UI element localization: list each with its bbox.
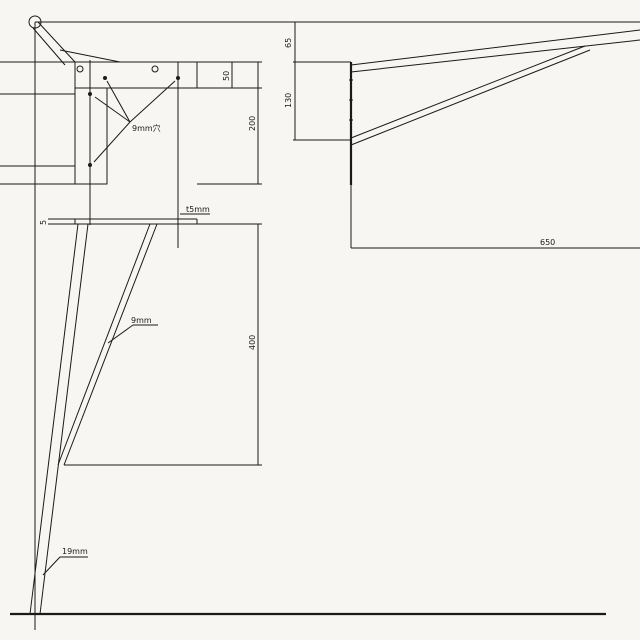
brace-dia-label: 9mm xyxy=(131,316,152,325)
brace-leader xyxy=(107,324,134,344)
dimension-200 xyxy=(197,62,262,185)
dimension-50-label: 50 xyxy=(222,71,231,81)
dimension-650-label: 650 xyxy=(540,238,555,247)
dimension-130-label: 130 xyxy=(284,93,293,108)
leg-dia-label: 19mm xyxy=(62,547,88,556)
dimension-50 xyxy=(197,61,262,89)
hole-marker xyxy=(103,76,107,80)
dimension-5-label: 5 xyxy=(39,220,48,225)
hole-marker xyxy=(151,65,159,73)
swing-arm-brace xyxy=(59,49,121,63)
diagonal-brace xyxy=(57,223,158,466)
swing-arm-upper xyxy=(37,21,76,63)
leg-leader xyxy=(42,556,61,576)
bracket-side-view xyxy=(349,29,640,185)
dimension-200-label: 200 xyxy=(248,116,257,131)
main-leg xyxy=(29,223,89,615)
hole-note-label: 9mm穴 xyxy=(132,123,161,133)
hole-marker xyxy=(76,65,84,73)
l-plate-top-view xyxy=(74,61,198,185)
swing-arm-lower xyxy=(32,27,66,66)
dimension-65-label: 65 xyxy=(284,38,293,48)
dimension-400 xyxy=(64,223,262,466)
hole-leader-arrows xyxy=(93,80,176,163)
plate-thickness-label: t5mm xyxy=(186,205,210,214)
dimension-400-label: 400 xyxy=(248,335,257,350)
top-plate-front-view xyxy=(74,218,198,225)
